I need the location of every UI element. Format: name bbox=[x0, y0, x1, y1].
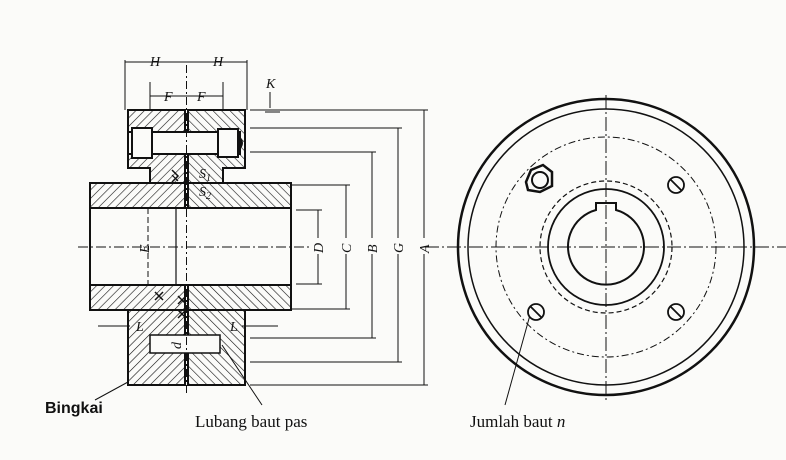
dim-S2: S2 bbox=[199, 185, 211, 202]
caption-bolt-count: Jumlah baut n bbox=[470, 412, 565, 431]
upper-bolt-head bbox=[131, 127, 153, 159]
left-hub-upper bbox=[89, 182, 186, 209]
dim-G: G bbox=[392, 243, 407, 253]
dim-H-left: H bbox=[149, 55, 161, 70]
dim-d: d bbox=[170, 341, 185, 349]
bolt-top-left bbox=[524, 163, 554, 194]
dim-K: K bbox=[265, 77, 276, 92]
dim-E: E bbox=[138, 244, 153, 254]
dim-L-left: L bbox=[135, 320, 144, 335]
section-view bbox=[78, 65, 310, 395]
lower-fitted-bolt-hole bbox=[149, 334, 221, 354]
left-hub-lower bbox=[89, 284, 186, 311]
right-hub-upper bbox=[187, 182, 292, 209]
dim-F-left: F bbox=[163, 90, 173, 105]
dim-C: C bbox=[340, 243, 355, 253]
dim-S1: S1 bbox=[199, 167, 211, 184]
dims-right bbox=[250, 109, 428, 386]
end-view bbox=[425, 95, 786, 400]
upper-bolt-nut bbox=[217, 128, 239, 158]
bolt-holes bbox=[527, 176, 685, 321]
dim-A: A bbox=[418, 244, 433, 254]
dim-F-right: F bbox=[196, 90, 206, 105]
caption-frame: Bingkai bbox=[45, 400, 103, 417]
dim-H-right: H bbox=[212, 55, 224, 70]
right-hub-lower bbox=[187, 284, 292, 311]
caption-fitted-bolt-hole: Lubang baut pas bbox=[195, 412, 307, 431]
dim-L-right: L bbox=[229, 320, 238, 335]
dim-D: D bbox=[312, 243, 327, 254]
dim-B: B bbox=[366, 244, 381, 253]
upper-bolt bbox=[127, 131, 241, 155]
dims-top bbox=[124, 60, 248, 110]
